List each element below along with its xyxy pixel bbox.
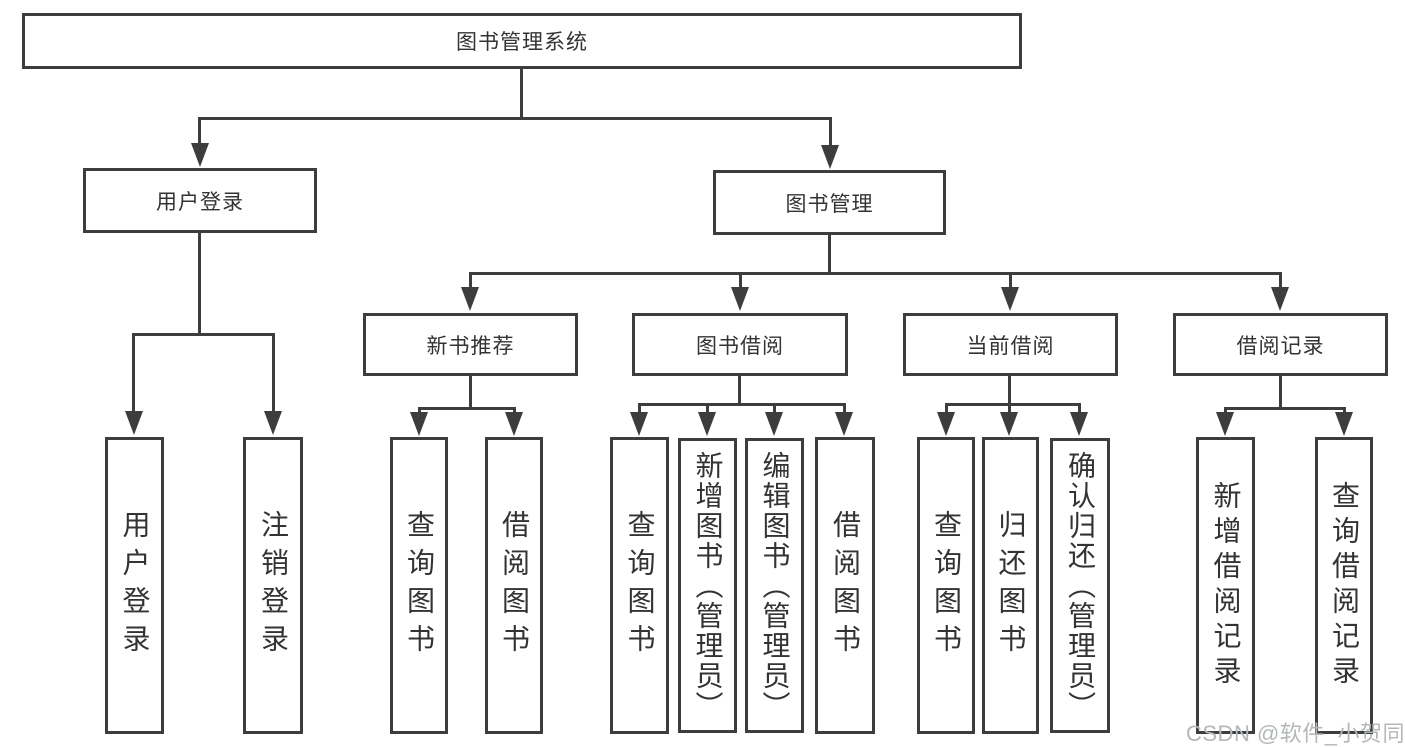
connector-line xyxy=(1343,407,1346,415)
connector-line xyxy=(272,333,275,412)
connector-line xyxy=(828,235,831,275)
arrow-down-icon xyxy=(191,143,209,167)
connector-line xyxy=(198,117,832,120)
node-label: 新书推荐 xyxy=(426,334,515,358)
node-label: 新增借阅记录 xyxy=(1210,480,1242,691)
arrow-down-icon xyxy=(125,411,143,435)
node-new-book-recommend: 新书推荐 xyxy=(363,313,578,376)
connector-line xyxy=(469,272,1281,275)
node-borrowing-records: 借阅记录 xyxy=(1173,313,1388,376)
leaf-borrow-books-recommend: 借阅图书 xyxy=(485,437,543,734)
connector-line xyxy=(638,403,641,413)
arrow-down-icon xyxy=(937,412,955,436)
connector-line xyxy=(843,403,846,413)
connector-line xyxy=(132,333,275,336)
leaf-query-books-current: 查询图书 xyxy=(917,437,975,734)
node-label: 图书管理系统 xyxy=(456,31,588,54)
node-label: 归还图书 xyxy=(995,509,1027,662)
arrow-down-icon xyxy=(821,145,839,169)
node-label: 图书借阅 xyxy=(696,334,784,358)
arrow-down-icon xyxy=(630,412,648,436)
connector-line xyxy=(1279,272,1282,289)
arrow-down-icon xyxy=(410,412,428,436)
arrow-down-icon xyxy=(1271,287,1289,311)
connector-line xyxy=(469,272,472,289)
node-label: 查询图书 xyxy=(931,509,962,662)
node-root-library-system: 图书管理系统 xyxy=(22,13,1022,69)
connector-line xyxy=(1009,272,1012,289)
node-label: 注销登录 xyxy=(258,509,289,662)
leaf-confirm-return-admin: 确认归还（管理员） xyxy=(1050,438,1110,733)
arrow-down-icon xyxy=(765,412,783,436)
node-label: 图书管理 xyxy=(785,192,874,216)
arrow-down-icon xyxy=(505,412,523,436)
node-label: 当前借阅 xyxy=(966,334,1055,358)
arrow-down-icon xyxy=(264,411,282,435)
connector-line xyxy=(1224,407,1227,415)
connector-line xyxy=(945,403,948,413)
node-label: 编辑图书（管理员） xyxy=(759,450,791,721)
connector-line xyxy=(1279,376,1282,410)
arrow-down-icon xyxy=(835,412,853,436)
leaf-add-book-admin: 新增图书（管理员） xyxy=(678,438,737,733)
connector-line xyxy=(198,117,201,145)
watermark-text: CSDN @软件_小贺同学 xyxy=(1186,721,1405,746)
node-user-login: 用户登录 xyxy=(83,168,317,233)
arrow-down-icon xyxy=(731,287,749,311)
node-label: 用户登录 xyxy=(156,190,244,214)
connector-line xyxy=(773,403,776,413)
connector-line xyxy=(513,407,516,415)
leaf-query-books-borrowing: 查询图书 xyxy=(610,437,669,734)
connector-line xyxy=(198,232,201,335)
connector-line xyxy=(829,117,832,145)
node-label: 用户登录 xyxy=(119,509,151,662)
connector-line xyxy=(418,407,421,415)
arrow-down-icon xyxy=(1070,412,1088,436)
node-book-borrowing: 图书借阅 xyxy=(632,313,848,376)
node-label: 确认归还（管理员） xyxy=(1065,450,1096,721)
leaf-logout: 注销登录 xyxy=(243,437,303,734)
connector-line xyxy=(706,403,709,413)
leaf-query-borrow-record: 查询借阅记录 xyxy=(1315,437,1373,734)
connector-line xyxy=(418,407,516,410)
leaf-borrow-books-borrowing: 借阅图书 xyxy=(815,437,875,734)
connector-line xyxy=(738,376,741,406)
node-label: 查询借阅记录 xyxy=(1329,480,1360,691)
arrow-down-icon xyxy=(1216,412,1234,436)
arrow-down-icon xyxy=(1335,412,1353,436)
connector-line xyxy=(1008,403,1011,413)
arrow-down-icon xyxy=(1001,287,1019,311)
arrow-down-icon xyxy=(461,287,479,311)
connector-line xyxy=(132,333,135,412)
node-label: 借阅图书 xyxy=(830,509,861,662)
node-label: 查询图书 xyxy=(624,509,656,662)
connector-line xyxy=(520,69,523,119)
node-label: 查询图书 xyxy=(404,509,435,662)
connector-line xyxy=(469,376,472,410)
node-label: 借阅记录 xyxy=(1236,334,1325,358)
node-label: 新增图书（管理员） xyxy=(692,450,724,721)
leaf-edit-book-admin: 编辑图书（管理员） xyxy=(745,438,804,733)
leaf-return-book: 归还图书 xyxy=(982,437,1039,734)
leaf-add-borrow-record: 新增借阅记录 xyxy=(1196,437,1255,734)
connector-line xyxy=(638,403,846,406)
arrow-down-icon xyxy=(698,412,716,436)
node-current-borrowing: 当前借阅 xyxy=(903,313,1118,376)
connector-line xyxy=(1224,407,1346,410)
connector-line xyxy=(1008,376,1011,406)
node-book-management: 图书管理 xyxy=(713,170,946,235)
connector-line xyxy=(1078,403,1081,413)
node-label: 借阅图书 xyxy=(499,509,530,662)
leaf-user-login: 用户登录 xyxy=(105,437,164,734)
arrow-down-icon xyxy=(1000,412,1018,436)
connector-line xyxy=(945,403,1081,406)
leaf-query-books-recommend: 查询图书 xyxy=(390,437,448,734)
connector-line xyxy=(739,272,742,289)
